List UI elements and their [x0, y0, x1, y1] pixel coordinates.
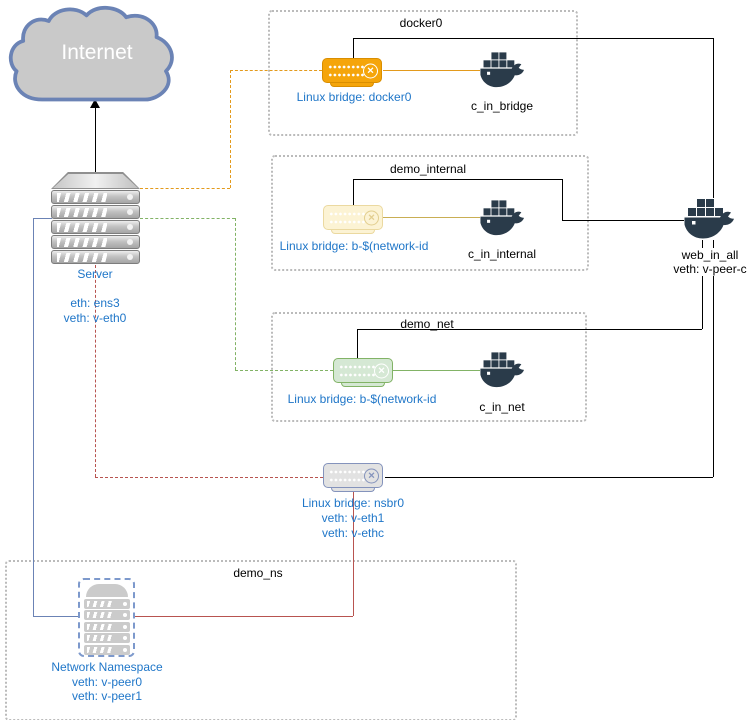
nsbr0-veth1-label: veth: v-eth1	[321, 511, 385, 525]
link-nsbr0-web-v	[713, 240, 714, 477]
namespace-label: Network Namespace	[51, 660, 163, 674]
group-title-demo-ns: demo_ns	[233, 566, 283, 580]
bridge-icon-nsbr0: ✕	[323, 463, 383, 492]
link-internal-web-v2	[562, 179, 563, 220]
link-server-net-v	[235, 218, 236, 370]
link-net-web-h1	[357, 329, 702, 330]
namespace-slab	[83, 633, 130, 643]
container-label-c-in-net: c_in_net	[479, 400, 525, 414]
web-in-all-labels: web_in_all veth: v-peer-c	[671, 248, 749, 276]
arrowhead-up-icon	[90, 99, 100, 108]
bridge-ports	[329, 468, 366, 484]
namespace-slab	[83, 621, 130, 632]
namespace-slab	[83, 598, 130, 609]
link-server-docker0-h2	[230, 70, 322, 71]
crossed-arrows-icon: ✕	[364, 210, 379, 225]
crossed-arrows-icon: ✕	[374, 363, 389, 378]
link-server-net-h1	[140, 218, 235, 219]
bridge-icon-demo-net: ✕	[333, 358, 393, 387]
group-title-demo-internal: demo_internal	[389, 162, 467, 176]
link-net-container	[393, 370, 480, 371]
docker-whale-icon-c-in-internal	[480, 200, 524, 241]
group-box-demo-internal	[271, 155, 589, 271]
group-title-demo-net: demo_net	[400, 317, 454, 331]
docker-whale-icon-c-in-bridge	[480, 52, 524, 93]
link-docker0-web-h1	[353, 38, 713, 39]
link-internal-web-h2	[562, 220, 684, 221]
namespace-dome	[85, 584, 128, 597]
link-internal-web-h1	[353, 179, 562, 180]
namespace-slab	[83, 644, 130, 655]
link-internal-web-v1	[353, 179, 354, 205]
server-veth-label: veth: v-eth0	[63, 311, 127, 325]
server-icon	[51, 172, 140, 264]
group-box-docker0	[268, 10, 578, 136]
namespace-veth2-label: veth: v-peer1	[71, 689, 143, 703]
link-nsbr0-ns-h	[133, 616, 353, 617]
network-namespace-icon	[78, 578, 135, 657]
container-label-web-in-all: web_in_all	[681, 248, 739, 262]
link-server-docker0-h1	[140, 188, 230, 189]
link-docker0-web-v2	[713, 38, 714, 198]
group-title-docker0: docker0	[399, 16, 443, 30]
internet-cloud-icon	[4, 5, 188, 114]
link-nsbr0-web-h	[385, 477, 713, 478]
server-eth-label: eth: ens3	[70, 296, 120, 310]
server-slab	[51, 250, 140, 264]
internet-label: Internet	[61, 41, 133, 64]
namespace-veth1-label: veth: v-peer0	[71, 675, 143, 689]
bridge-ports	[328, 63, 365, 79]
container-label-c-in-bridge: c_in_bridge	[470, 99, 534, 113]
crossed-arrows-icon: ✕	[363, 63, 378, 78]
link-server-internet	[95, 108, 96, 172]
link-server-docker0-v	[230, 70, 231, 188]
link-server-net-h2	[235, 370, 333, 371]
link-nsbr0-ns-v	[353, 490, 354, 616]
link-net-web-v1	[357, 329, 358, 358]
link-server-nsbr0-h	[95, 477, 323, 478]
server-slab	[51, 190, 140, 204]
server-slab	[51, 220, 140, 234]
docker-whale-icon-web-in-all	[684, 198, 734, 245]
link-server-nsbr0-v	[95, 265, 96, 477]
server-label: Server	[77, 267, 113, 281]
link-docker0-container	[383, 70, 480, 71]
link-docker0-web-v1	[353, 38, 354, 58]
link-internal-container	[383, 217, 480, 218]
bridge-label-docker0: Linux bridge: docker0	[296, 90, 412, 104]
link-server-ns-h1	[33, 218, 52, 219]
docker-whale-icon-c-in-net	[480, 352, 524, 393]
group-box-demo-net	[271, 312, 587, 422]
bridge-label-demo-internal: Linux bridge: b-$(network-id	[279, 239, 429, 253]
link-net-web-v2	[702, 240, 703, 329]
bridge-label-demo-net: Linux bridge: b-$(network-id	[287, 392, 437, 406]
server-top	[51, 172, 140, 189]
web-in-all-veth-label: veth: v-peer-c	[673, 262, 747, 276]
bridge-ports	[329, 210, 366, 226]
bridge-ports	[339, 363, 376, 379]
crossed-arrows-icon: ✕	[364, 468, 379, 483]
server-slab	[51, 235, 140, 249]
link-server-ns-v	[33, 218, 34, 616]
bridge-icon-docker0: ✕	[322, 58, 382, 87]
server-slab	[51, 205, 140, 219]
nsbr0-veth2-label: veth: v-ethc	[321, 526, 385, 540]
bridge-label-nsbr0: Linux bridge: nsbr0	[301, 496, 405, 510]
bridge-icon-demo-internal: ✕	[323, 205, 383, 234]
namespace-slab	[83, 610, 130, 620]
container-label-c-in-internal: c_in_internal	[467, 247, 537, 261]
link-server-ns-h2	[33, 616, 78, 617]
